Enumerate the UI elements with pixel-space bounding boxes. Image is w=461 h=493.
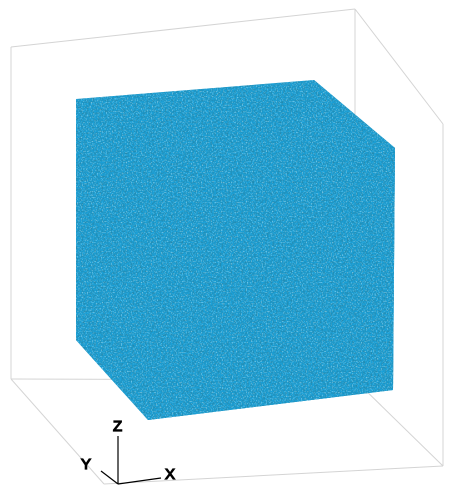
cube-front-face-highlights: [76, 80, 395, 420]
z-axis-label: Z: [113, 418, 122, 435]
x-axis-line: [117, 477, 162, 485]
x-axis-label: X: [165, 466, 175, 483]
y-axis-label: Y: [81, 456, 91, 473]
bounding-box-front: [10, 124, 444, 485]
particle-cube[interactable]: [76, 80, 395, 420]
axes-triad: Z X Y: [80, 417, 176, 485]
y-axis-line: [100, 470, 119, 485]
